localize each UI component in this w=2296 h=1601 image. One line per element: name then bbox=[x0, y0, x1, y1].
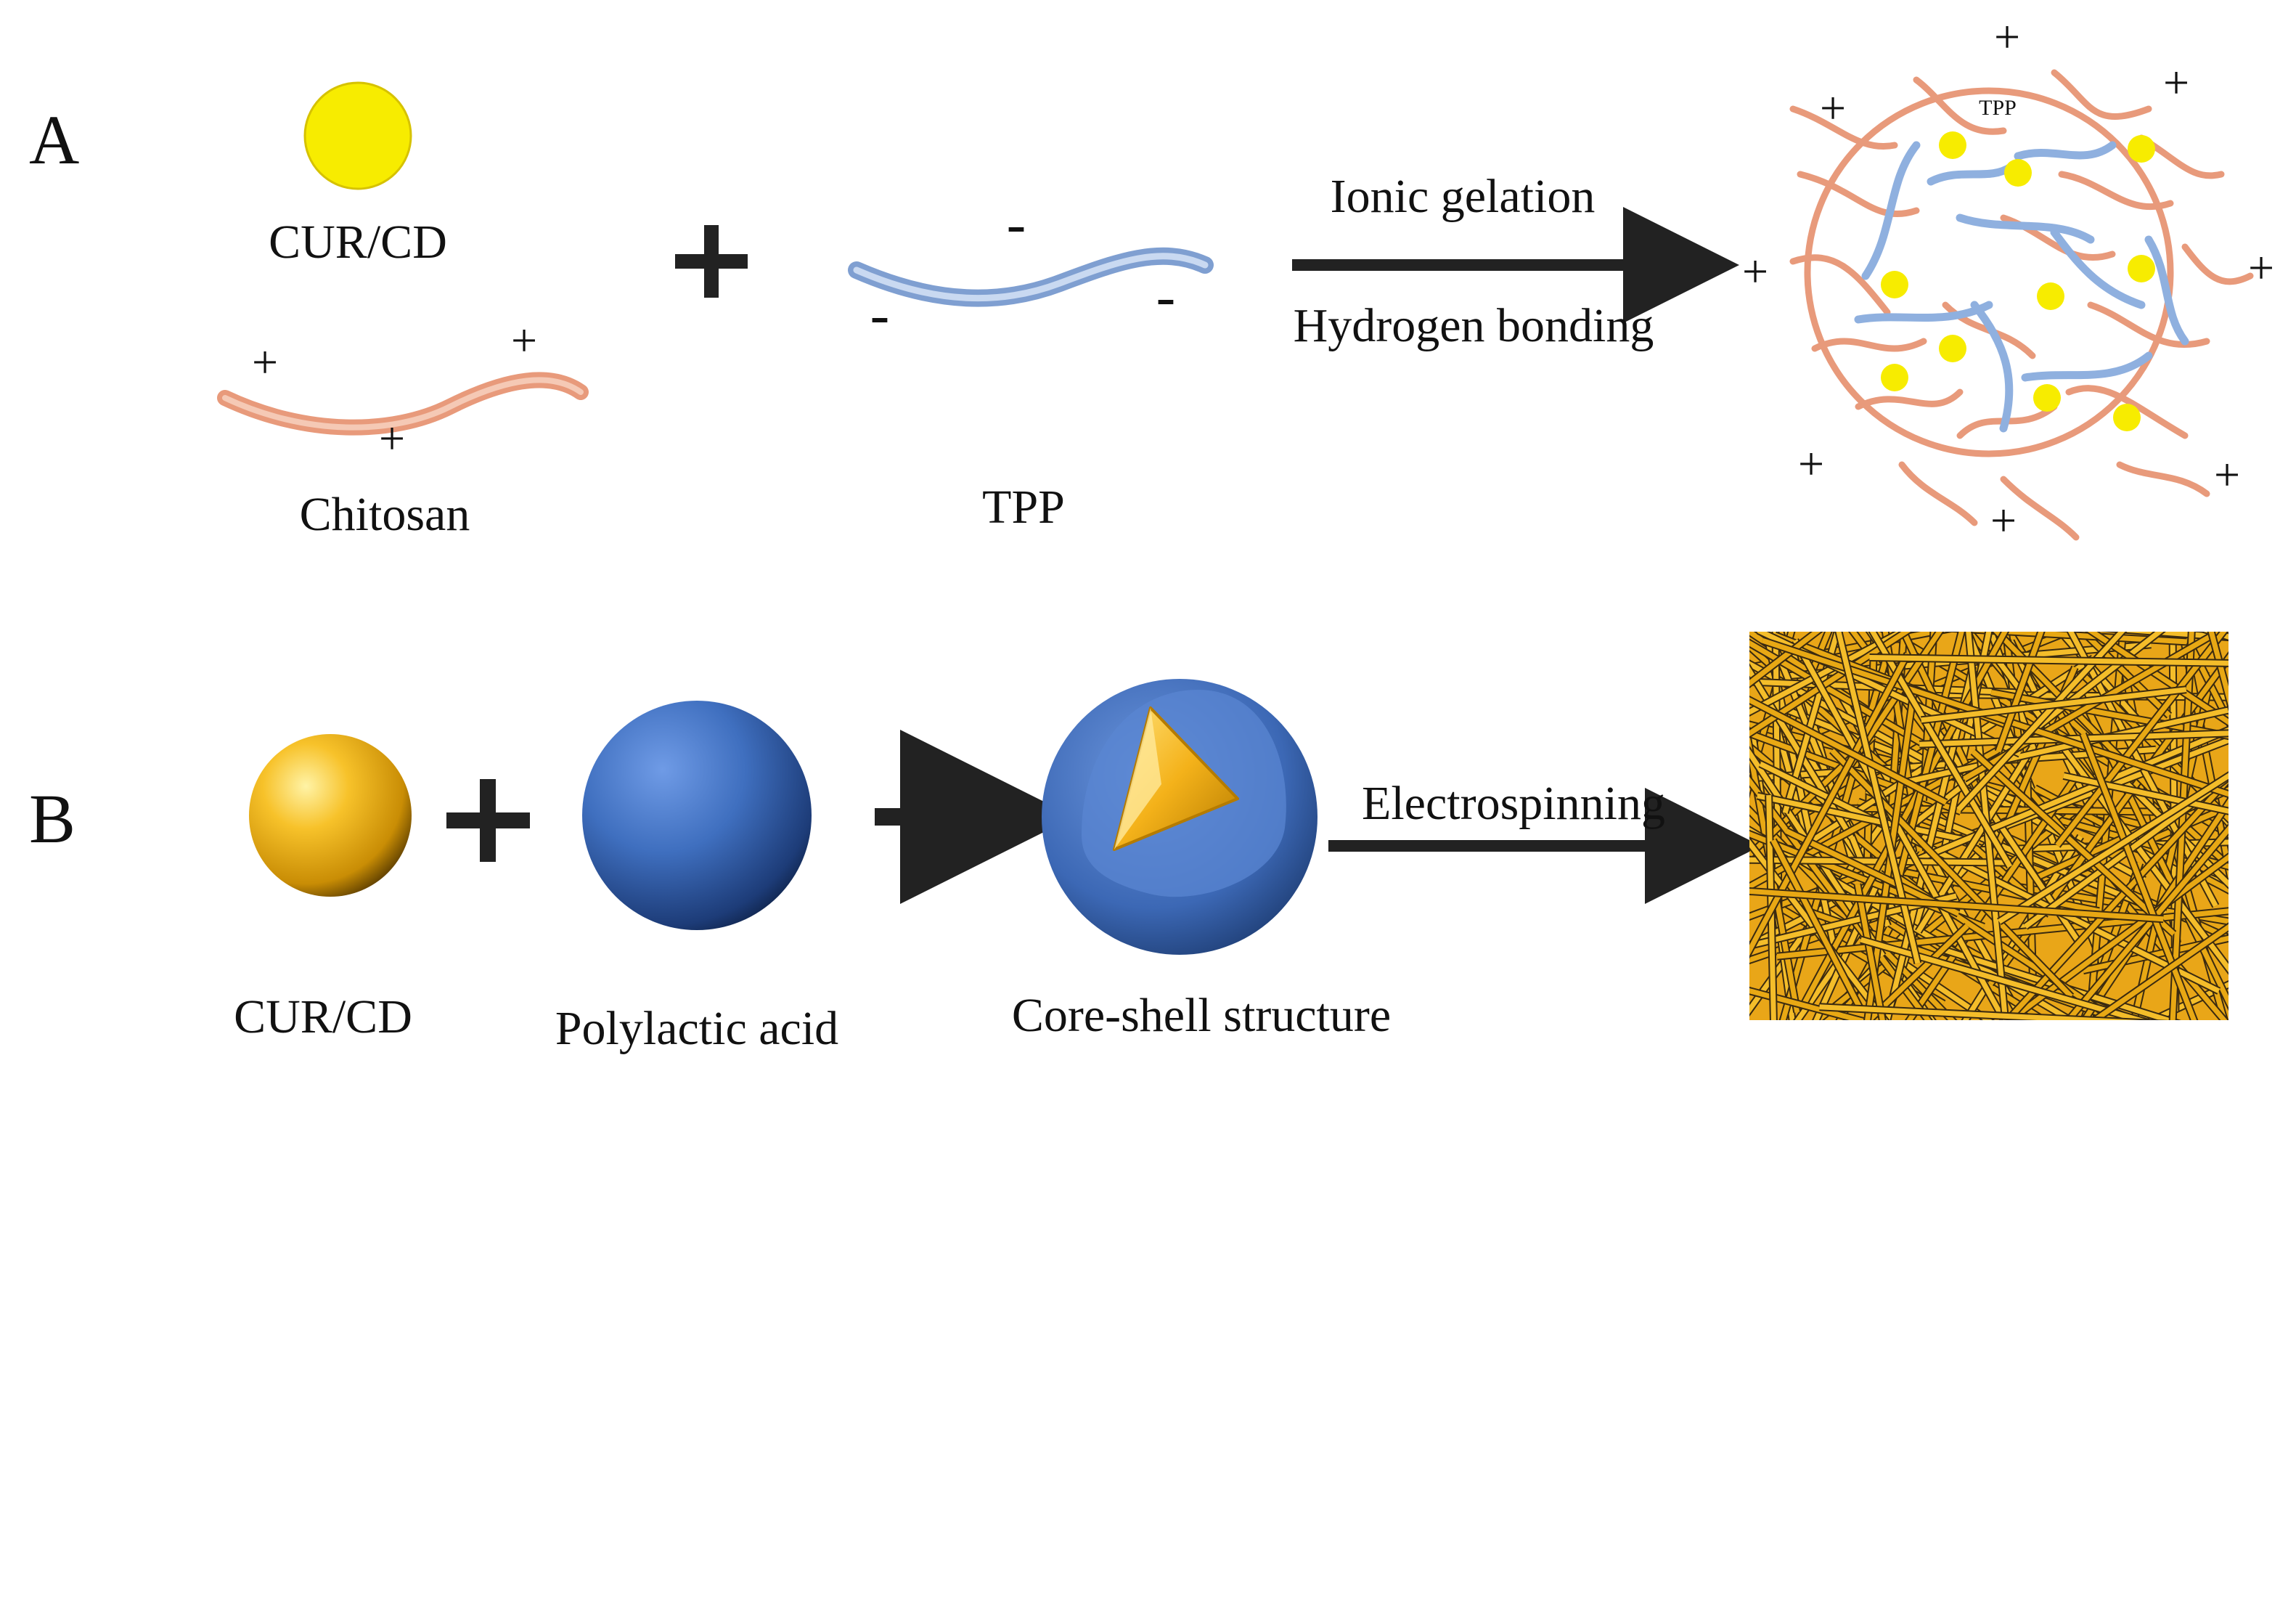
fiber bbox=[1921, 687, 2187, 723]
fiber bbox=[1749, 888, 2164, 922]
chitosan-strand bbox=[217, 372, 589, 436]
fiber bbox=[1906, 777, 2077, 1020]
pla-label: Polylactic acid bbox=[555, 1002, 838, 1055]
arrow-label-hydrogen-bonding: Hydrogen bonding bbox=[1294, 299, 1654, 352]
fiber bbox=[1896, 632, 1964, 879]
cur-cd-label-b: CUR/CD bbox=[234, 990, 412, 1043]
arrow-label-electrospinning: Electrospinning bbox=[1362, 777, 1665, 830]
fiber bbox=[2090, 924, 2228, 1020]
fiber bbox=[1749, 652, 1911, 956]
panel-b-letter: B bbox=[29, 780, 75, 857]
fiber bbox=[2033, 786, 2228, 893]
fiber bbox=[1869, 632, 2012, 868]
cur-cd-label: CUR/CD bbox=[269, 216, 447, 269]
electrospun-fiber-mat bbox=[1749, 632, 2228, 1020]
chitosan-charge-3: + bbox=[379, 412, 405, 464]
tpp-charge-2: - bbox=[870, 283, 890, 347]
fiber bbox=[1761, 637, 2228, 797]
cur-cd-particle bbox=[303, 81, 412, 190]
fiber bbox=[1966, 632, 2009, 1020]
fiber bbox=[1956, 632, 2125, 812]
chitosan-charge-1: + bbox=[252, 336, 278, 388]
fiber bbox=[1749, 988, 1869, 1020]
tpp-label: TPP bbox=[982, 481, 1065, 534]
product-charge-6: + bbox=[1798, 438, 1824, 489]
tpp-charge-1: - bbox=[1007, 192, 1026, 256]
fiber bbox=[2208, 632, 2228, 706]
fiber bbox=[2087, 632, 2228, 725]
fiber bbox=[1749, 697, 1948, 805]
fiber bbox=[1998, 773, 2228, 924]
tpp-strand bbox=[848, 247, 1214, 307]
product-charge-5: + bbox=[2248, 242, 2274, 293]
chitosan-tpp-nanoparticle: TPP + + + + + + + + bbox=[1742, 11, 2274, 546]
fiber bbox=[2003, 775, 2228, 1020]
fiber bbox=[1865, 694, 1916, 1020]
arrow-label-ionic-gelation: Ionic gelation bbox=[1331, 170, 1596, 223]
fiber bbox=[1855, 883, 1885, 1020]
fiber bbox=[1749, 748, 1885, 958]
core-shell-label: Core-shell structure bbox=[1012, 989, 1391, 1042]
fiber bbox=[1971, 749, 2176, 936]
fiber bbox=[1749, 632, 1821, 687]
fiber bbox=[1776, 908, 2228, 959]
fiber bbox=[1830, 749, 2073, 998]
fiber bbox=[1836, 632, 1921, 964]
chitosan-label: Chitosan bbox=[300, 488, 470, 541]
curcumin-dots bbox=[1881, 131, 2155, 431]
plus-sign-a bbox=[675, 225, 748, 298]
fiber bbox=[1749, 746, 2157, 781]
product-charge-1: + bbox=[1994, 11, 2020, 62]
fiber bbox=[1860, 937, 2149, 1020]
core-shell-sphere bbox=[1042, 679, 1317, 955]
fiber bbox=[2064, 825, 2228, 1020]
product-charge-7: + bbox=[2214, 449, 2240, 500]
cur-cd-sphere bbox=[249, 734, 412, 897]
pla-sphere bbox=[582, 701, 812, 930]
fiber bbox=[1766, 795, 1776, 1020]
product-charge-4: + bbox=[1742, 245, 1768, 297]
panel-a-letter: A bbox=[29, 101, 79, 179]
fiber bbox=[2003, 632, 2025, 771]
fiber bbox=[2120, 777, 2228, 888]
product-charge-8: + bbox=[1990, 494, 2017, 546]
plus-sign-b bbox=[446, 779, 530, 862]
fiber bbox=[1866, 924, 1969, 1020]
tpp-charge-3: - bbox=[1156, 265, 1176, 329]
tpp-chains bbox=[1854, 141, 2189, 433]
chitosan-charge-2: + bbox=[511, 314, 537, 366]
fiber bbox=[1757, 793, 1980, 846]
fiber bbox=[2080, 733, 2197, 1020]
fiber bbox=[2006, 737, 2228, 828]
product-charge-3: + bbox=[1820, 82, 1846, 134]
panel-b: B CUR/CD Polylactic acid Core-shell stru… bbox=[29, 632, 2228, 1055]
fiber bbox=[2024, 774, 2228, 929]
fiber bbox=[1919, 730, 2228, 747]
fiber bbox=[1995, 632, 2044, 753]
panel-a: A CUR/CD + + + Chitosan - - - TPP Ionic … bbox=[29, 11, 2274, 546]
fiber bbox=[1749, 632, 1911, 737]
fiber bbox=[1770, 839, 1862, 1009]
product-charge-2: + bbox=[2163, 57, 2189, 108]
chitosan-chains bbox=[1789, 69, 2254, 541]
fiber bbox=[1749, 733, 1800, 1013]
product-tpp-label: TPP bbox=[1979, 96, 2017, 120]
fiber bbox=[1869, 654, 2228, 666]
fiber bbox=[1792, 639, 2007, 1020]
fiber bbox=[1819, 1004, 2141, 1020]
